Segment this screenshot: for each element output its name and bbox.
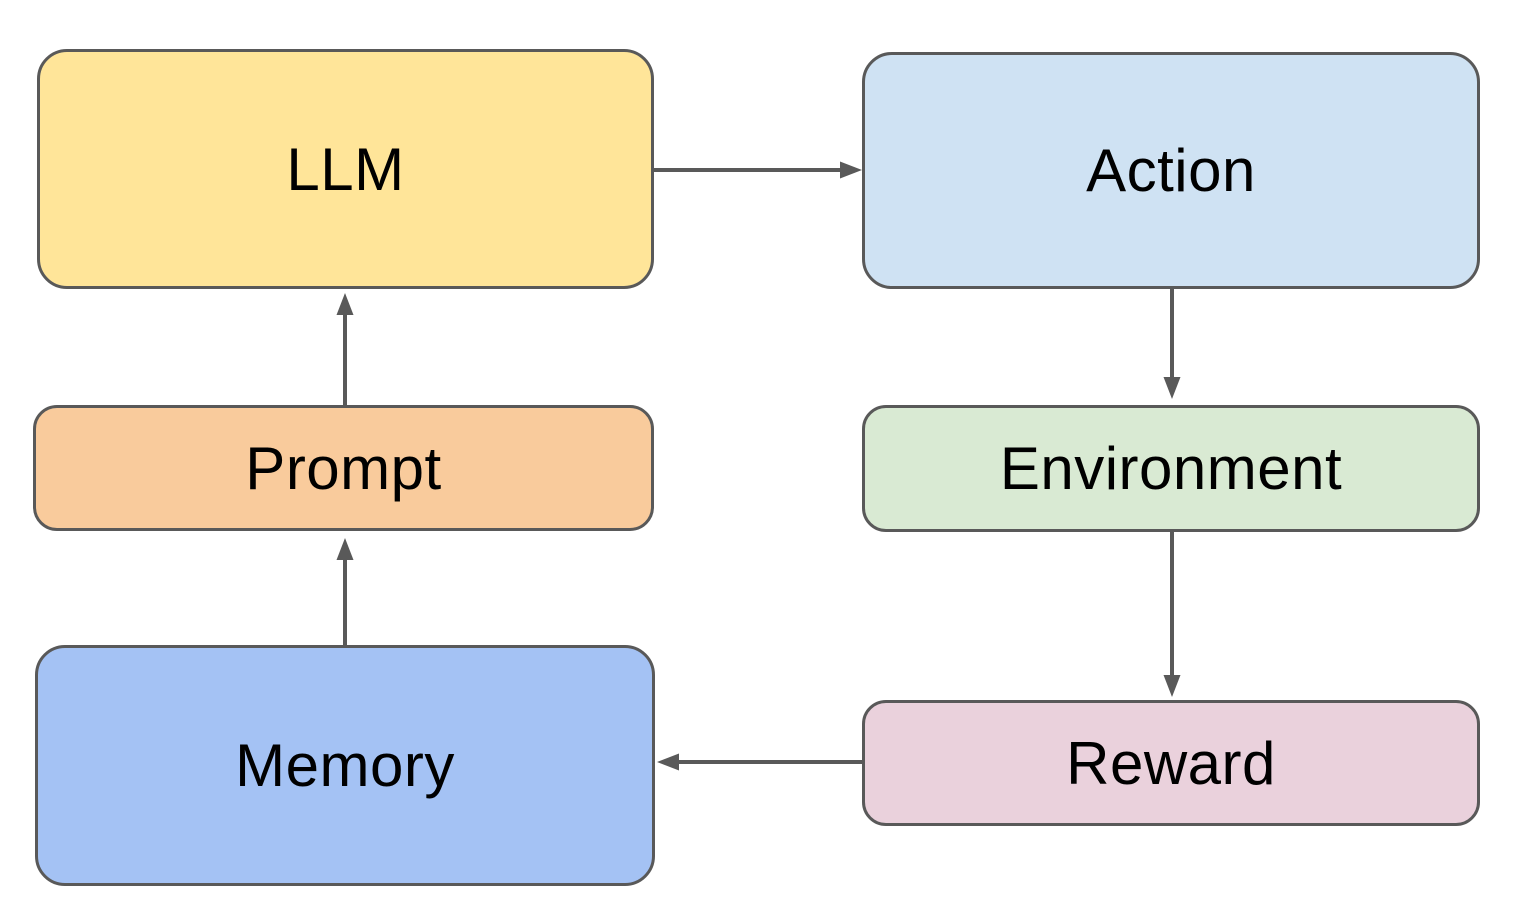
arrow-memory-to-prompt [336,538,354,645]
arrow-reward-to-memory [657,753,862,771]
arrowhead-up-icon [336,293,354,315]
arrowhead-down-icon [1163,377,1181,399]
node-environment-label: Environment [999,435,1343,502]
arrowhead-up-icon [336,538,354,560]
arrow-environment-to-reward [1163,532,1181,697]
node-memory: Memory [35,645,655,886]
node-llm-label: LLM [286,135,405,203]
arrowhead-down-icon [1163,675,1181,697]
arrow-action-to-environment [1163,289,1181,399]
arrow-prompt-to-llm [336,293,354,405]
node-memory-label: Memory [235,732,455,799]
node-action: Action [862,52,1480,289]
node-reward-label: Reward [1066,729,1276,797]
node-reward: Reward [862,700,1480,826]
arrowhead-right-icon [840,161,862,179]
arrowhead-left-icon [657,753,679,771]
node-prompt: Prompt [33,405,654,531]
node-action-label: Action [1086,137,1256,204]
arrow-llm-to-action [654,161,862,179]
node-llm: LLM [37,49,654,289]
node-environment: Environment [862,405,1480,532]
node-prompt-label: Prompt [245,434,442,502]
